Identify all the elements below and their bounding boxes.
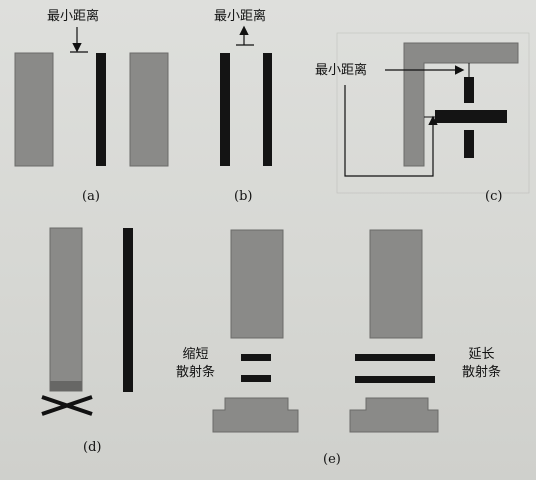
- cross-out-line: [41, 395, 93, 416]
- panel-e-lengthened: [349, 229, 439, 433]
- horizontal-scatter-bar: [435, 110, 507, 123]
- scatter-bar: [263, 53, 272, 166]
- l-shaped-gray-feature: [403, 42, 519, 167]
- gray-feature-bottom: [349, 397, 439, 433]
- scatter-bar: [355, 354, 435, 361]
- panel-label-b: (b): [234, 189, 253, 204]
- gray-feature-right: [129, 52, 169, 167]
- vertical-scatter-bar-top: [464, 77, 474, 103]
- min-distance-label-b: 最小距离: [214, 9, 267, 24]
- gray-feature-bottom: [212, 397, 299, 433]
- feature-end-shade: [50, 381, 82, 391]
- panel-label-e: (e): [323, 452, 341, 467]
- panel-c-frame: [336, 32, 530, 194]
- panel-a: [14, 27, 169, 167]
- gray-feature-left: [14, 52, 54, 167]
- panel-label-d: (d): [83, 440, 102, 455]
- lengthened-scatter-label: 延长 散射条: [462, 347, 502, 380]
- scatter-bar: [355, 376, 435, 383]
- arrow-to-left: [344, 85, 438, 177]
- scatter-bar: [241, 375, 271, 382]
- min-distance-label-a: 最小距离: [47, 9, 100, 24]
- vertical-scatter-bar-bottom: [464, 130, 474, 158]
- panel-b: [220, 25, 272, 166]
- min-distance-label-c: 最小距离: [315, 63, 368, 78]
- panel-e-shortened: [212, 229, 299, 433]
- scatter-bar: [123, 228, 133, 392]
- gray-feature-top: [230, 229, 284, 339]
- gray-feature: [49, 227, 83, 392]
- scatter-bar: [96, 53, 106, 166]
- scatter-bar: [241, 354, 271, 361]
- panel-label-a: (a): [82, 189, 100, 204]
- gray-feature-top: [369, 229, 423, 339]
- panel-label-c: (c): [485, 189, 503, 204]
- black-feature: [220, 53, 230, 166]
- shortened-scatter-label: 缩短 散射条: [176, 347, 216, 380]
- panel-c: [336, 32, 530, 194]
- panel-d: [41, 227, 133, 416]
